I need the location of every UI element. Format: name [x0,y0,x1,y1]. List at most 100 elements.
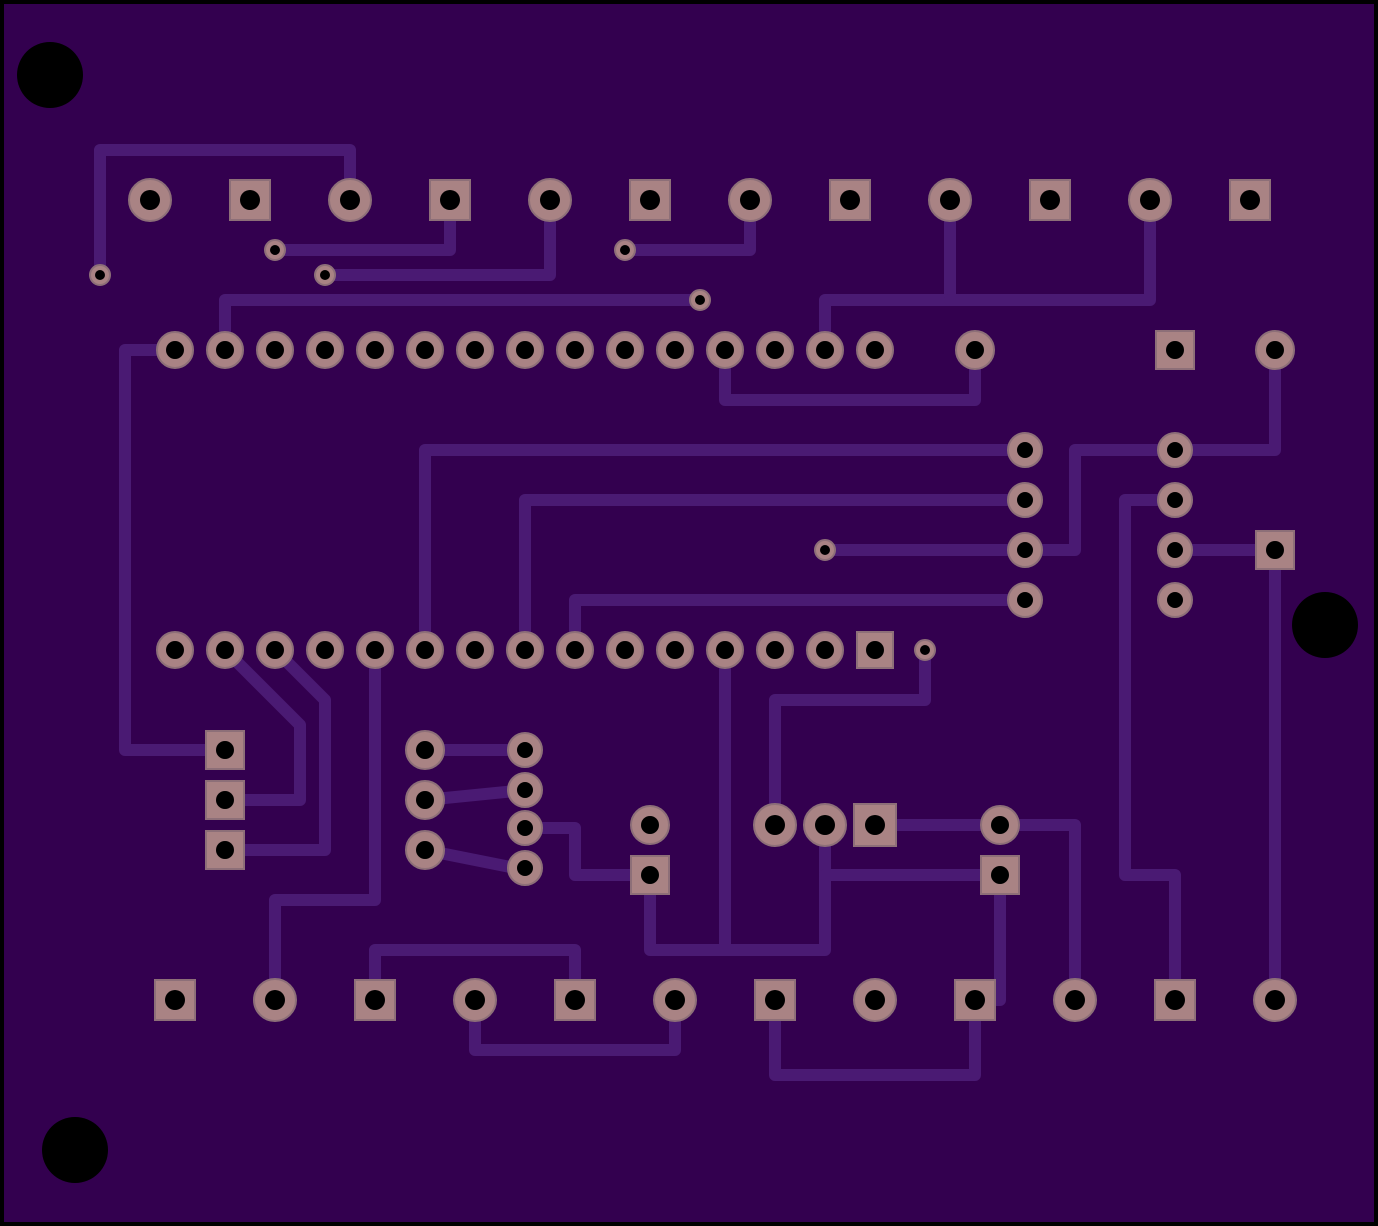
round-pad [528,178,572,222]
round-pad [306,631,344,669]
round-pad [1007,582,1043,618]
square-pad [980,855,1020,895]
round-pad [507,810,543,846]
copper-traces [94,144,1281,1081]
via [264,239,286,261]
round-pad [803,803,847,847]
mounting-hole [42,1117,108,1183]
square-pad [1155,330,1195,370]
round-pad [1128,178,1172,222]
round-pad [1157,482,1193,518]
round-pad [507,850,543,886]
round-pad [356,631,394,669]
round-pad [1007,532,1043,568]
round-pad [306,331,344,369]
round-pad [328,178,372,222]
trace [819,194,956,356]
square-pad [856,631,894,669]
round-pad [507,772,543,808]
square-pad [154,979,196,1021]
trace [119,344,231,756]
round-pad [1157,532,1193,568]
trace [94,144,356,281]
round-pad [606,331,644,369]
square-pad [853,803,897,847]
trace [219,644,331,856]
mounting-hole [1292,592,1358,658]
round-pad [756,331,794,369]
round-pad [1255,330,1295,370]
round-pad [980,805,1020,845]
square-pad [1255,530,1295,570]
round-pad [856,331,894,369]
round-pad [806,331,844,369]
trace [769,994,981,1081]
via [914,639,936,661]
square-pad [954,979,996,1021]
round-pad [456,631,494,669]
square-pad [354,979,396,1021]
square-pad [1029,179,1071,221]
round-pad [156,631,194,669]
trace [269,644,381,1006]
square-pad [229,179,271,221]
square-pad [205,730,245,770]
round-pad [156,331,194,369]
trace [519,494,1031,656]
mounting-hole [17,42,83,108]
round-pad [630,805,670,845]
component-pads [89,178,1297,1022]
round-pad [928,178,972,222]
trace [419,444,1031,656]
via [814,539,836,561]
round-pad [206,331,244,369]
square-pad [429,179,471,221]
round-pad [1053,978,1097,1022]
square-pad [1229,179,1271,221]
round-pad [706,331,744,369]
round-pad [656,631,694,669]
round-pad [556,331,594,369]
round-pad [456,331,494,369]
round-pad [806,631,844,669]
round-pad [955,330,995,370]
round-pad [406,331,444,369]
trace [1019,344,1281,556]
round-pad [256,631,294,669]
round-pad [756,631,794,669]
trace [369,944,581,1006]
round-pad [356,331,394,369]
round-pad [1157,582,1193,618]
via [89,264,111,286]
square-pad [829,179,871,221]
round-pad [853,978,897,1022]
round-pad [1253,978,1297,1022]
round-pad [728,178,772,222]
round-pad [556,631,594,669]
trace [719,344,981,406]
square-pad [630,855,670,895]
trace [869,819,1081,1006]
square-pad [754,979,796,1021]
square-pad [205,780,245,820]
round-pad [405,830,445,870]
square-pad [629,179,671,221]
trace [219,644,306,806]
square-pad [554,979,596,1021]
via [689,289,711,311]
round-pad [753,803,797,847]
round-pad [406,631,444,669]
round-pad [1157,432,1193,468]
trace [944,194,1156,306]
mounting-holes [17,42,1358,1183]
round-pad [507,732,543,768]
trace [319,194,556,281]
round-pad [653,978,697,1022]
via [614,239,636,261]
round-pad [256,331,294,369]
round-pad [405,780,445,820]
trace [519,822,656,881]
round-pad [706,631,744,669]
